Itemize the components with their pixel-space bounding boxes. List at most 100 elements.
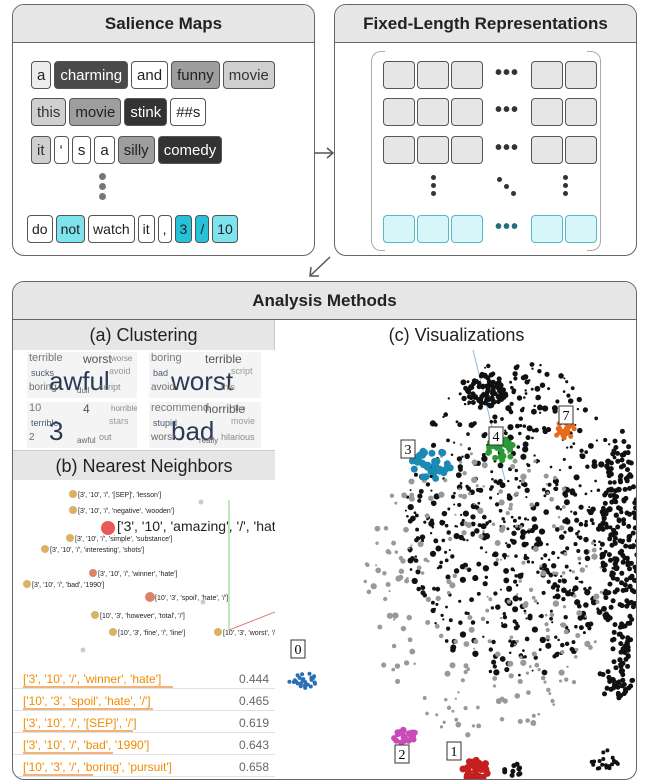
embedding-point [410,515,416,522]
embedding-point [522,374,529,380]
embedding-point [508,408,513,413]
embedding-point [506,585,513,592]
embedding-point [625,450,631,456]
embedding-point [545,642,552,649]
embedding-point [567,526,574,533]
embedding-point [528,527,531,531]
embedding-point [555,399,560,404]
embedding-point [450,453,454,456]
token: comedy [157,136,223,164]
neighbor-label: [3', '10', '/', 'negative', 'wooden'] [78,508,174,515]
embedding-point [502,623,508,629]
embedding-point [481,462,488,469]
horizontal-ellipsis: ••• [495,216,520,238]
embedding-point [564,426,570,432]
embedding-point [576,407,580,411]
embedding-point [576,396,582,403]
cluster-label: 7 [558,405,574,425]
cluster-label: 2 [394,744,410,764]
embedding-point [584,615,588,618]
embedding-point [528,665,532,669]
embedding-point [495,558,500,562]
embedding-point [607,536,613,542]
word-cloud-word: 2 [29,432,35,443]
embedding-point [452,573,457,579]
embedding-point [563,493,569,498]
embedding-point [627,472,633,478]
embedding-point [510,436,514,440]
embedding-point [526,463,531,468]
embedding-point [557,638,560,642]
embedding-point [307,671,312,676]
embedding-point [562,390,566,393]
word-cloud-word: avoid [151,382,175,393]
embedding-point [501,552,508,558]
embedding-point [463,663,469,669]
embedding-point [413,558,419,563]
embedding-point [522,424,527,428]
embedding-point [525,617,528,620]
embedding-point [444,550,448,554]
embedding-point [541,563,548,569]
embedding-point [584,450,589,454]
embedding-point [522,446,529,453]
embedding-point [414,555,418,558]
embedding-point [463,385,469,391]
embedding-point [498,489,504,494]
token: movie [69,98,122,126]
embedding-point [543,494,547,498]
embedding-point [561,486,567,492]
embedding-point [522,441,529,448]
embedding-point [440,613,444,617]
embedding-point [563,624,567,628]
embedding-point [555,505,560,510]
embedding-point [401,492,408,499]
embedding-point [533,655,538,660]
embedding-point [444,558,449,563]
embedding-point [466,380,470,384]
embedding-point [469,452,473,456]
embedding-point [618,669,624,675]
embedding-point [546,491,550,495]
embedding-point [442,720,446,724]
embedding-point [417,541,424,548]
embedding-point [561,571,566,575]
embedding-point [602,691,607,697]
word-cloud-word: awful [77,436,96,445]
embedding-point [571,679,577,685]
embedding-point [462,538,466,542]
embedding-point [506,543,512,549]
embedding-point [619,603,625,609]
embedding-point [574,647,579,652]
embedding-point [454,717,459,722]
embedding-point [438,564,443,569]
embedding-point [491,399,497,405]
embedding-point [481,455,488,462]
embedding-point [543,680,547,684]
embedding-point [543,473,549,479]
embedding-point [566,446,569,449]
embedding-point [476,723,482,729]
embedding-point [563,677,569,682]
embedding-point [520,479,525,484]
embedding-point [407,503,414,511]
embedding-point [590,490,593,493]
embedding-point [529,502,535,508]
embedding-point [443,412,449,417]
embedding-point [607,480,613,485]
word-cloud-word: sucks [31,368,55,378]
token: charming [54,61,129,89]
embedding-point [627,566,632,572]
embedding-point [622,555,628,561]
embedding-point [430,501,434,504]
embedding-point [398,574,404,581]
embedding-point [425,619,431,626]
cluster-label-text: 4 [493,430,500,445]
vector-cell [451,136,483,164]
embedding-point [544,371,550,377]
embedding-point [498,508,503,513]
embedding-point [569,445,573,449]
background-point [198,499,204,505]
horizontal-ellipsis: ••• [495,62,520,84]
embedding-point [446,705,452,710]
